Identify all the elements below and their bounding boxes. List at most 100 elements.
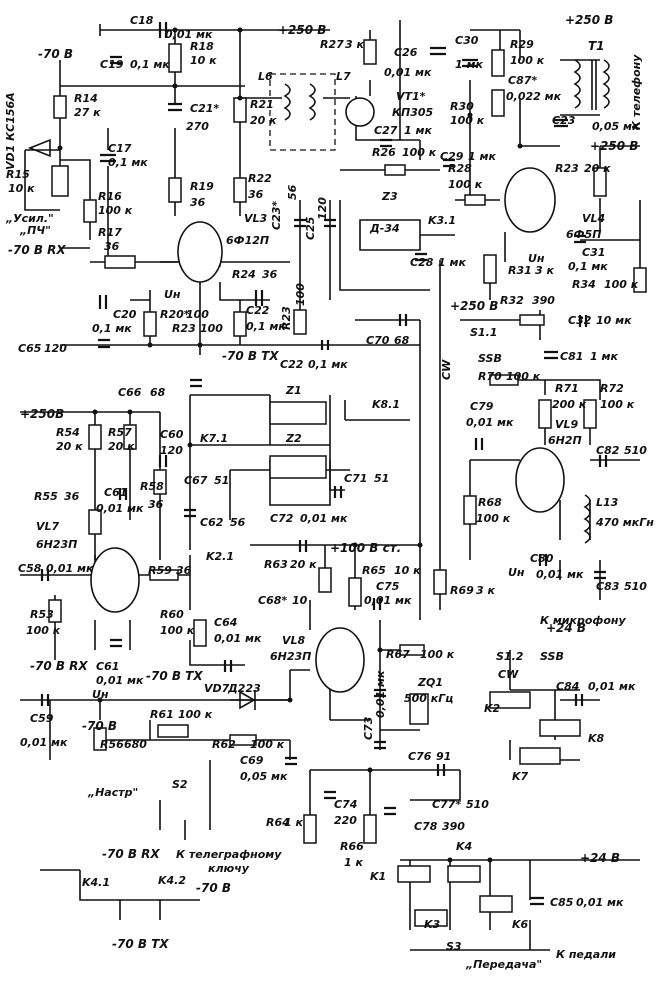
label-c77: C77* bbox=[432, 798, 461, 811]
label-c83-val: 510 bbox=[624, 580, 647, 593]
label-c26: C26 bbox=[394, 46, 418, 59]
label-r27-val: 3 к bbox=[345, 38, 364, 51]
label-c72: C72 bbox=[270, 512, 294, 525]
label-r31-val: 3 к bbox=[535, 264, 554, 277]
label-un-vl7: Uн bbox=[92, 688, 109, 701]
label-c61b-val: 0,01 мк bbox=[96, 674, 144, 687]
label-r23b-val: 100 bbox=[200, 322, 223, 335]
label-c28: C28 bbox=[410, 256, 434, 269]
label-m70v-rx3: -70 В RX bbox=[102, 847, 160, 861]
label-r54: R54 bbox=[56, 426, 80, 439]
label-p100v: +100 В ст. bbox=[330, 541, 401, 555]
label-p24v-b: +24 В bbox=[580, 851, 620, 865]
label-r66: R66 bbox=[340, 840, 364, 853]
label-k4: K4 bbox=[456, 840, 472, 853]
label-r26: R26 bbox=[372, 146, 396, 159]
label-vl7-type: 6Н23П bbox=[36, 538, 77, 551]
label-c18: C18 bbox=[130, 14, 154, 27]
label-m70v-mid: -70 В bbox=[82, 719, 117, 733]
label-c23-val: 0,05 мк bbox=[592, 120, 640, 133]
label-r69: R69 bbox=[450, 584, 474, 597]
label-c80-val: 0,01 мк bbox=[536, 568, 584, 581]
label-cw2: CW bbox=[498, 668, 519, 681]
label-r64-val: 1 к bbox=[284, 816, 303, 829]
label-c29: C29 bbox=[440, 150, 464, 163]
label-r18-val: 10 к bbox=[190, 54, 217, 67]
label-c60-val: 120 bbox=[160, 444, 183, 457]
label-t1: T1 bbox=[588, 39, 605, 53]
label-c58-val: 0,01 мк bbox=[46, 562, 94, 575]
label-r22-val: 36 bbox=[248, 188, 264, 201]
label-r55: R55 bbox=[34, 490, 58, 503]
label-nastr: „Настр" bbox=[87, 786, 138, 799]
label-c76: C76 bbox=[408, 750, 432, 763]
label-r59-val: 36 bbox=[176, 564, 192, 577]
label-r15-val: 10 к bbox=[8, 182, 35, 195]
label-c21: C21* bbox=[190, 102, 219, 115]
label-c58: C58 bbox=[18, 562, 42, 575]
label-klyuchu: ключу bbox=[208, 862, 250, 875]
label-ssb2: SSB bbox=[540, 650, 564, 663]
label-r18: R18 bbox=[190, 40, 214, 53]
label-c71-val: 51 bbox=[374, 472, 389, 485]
label-r72-val: 100 к bbox=[600, 398, 635, 411]
label-r20: R20* bbox=[160, 308, 190, 321]
label-c23: C23 bbox=[552, 114, 576, 127]
label-c68: C68* bbox=[258, 594, 287, 607]
label-c68-val: 10 bbox=[292, 594, 308, 607]
label-r16: R16 bbox=[98, 190, 122, 203]
label-vl3: VL3 bbox=[244, 212, 268, 225]
label-plus250v-right: +250 В bbox=[590, 139, 638, 153]
label-vl7: VL7 bbox=[36, 520, 60, 533]
label-un-vl9: Uн bbox=[508, 566, 525, 579]
label-c32-val: 10 мк bbox=[596, 314, 632, 327]
label-z1: Z1 bbox=[285, 384, 302, 397]
label-c31: C31 bbox=[582, 246, 605, 259]
label-r62-val: 100 к bbox=[250, 738, 285, 751]
wiring bbox=[20, 20, 641, 951]
label-r71: R71 bbox=[555, 382, 579, 395]
label-c73: C73 bbox=[362, 716, 375, 740]
label-r32-val: 390 bbox=[532, 294, 555, 307]
label-r70: R70 bbox=[478, 370, 502, 383]
label-c22b-val: 0,1 мк bbox=[308, 358, 348, 371]
label-r60: R60 bbox=[160, 608, 184, 621]
label-c79-val: 0,01 мк bbox=[466, 416, 514, 429]
label-c59: C59 bbox=[30, 712, 54, 725]
label-r70-val: 100 к bbox=[506, 370, 541, 383]
label-r71-val: 200 к bbox=[552, 398, 587, 411]
label-r30-val: 100 к bbox=[450, 114, 485, 127]
label-c30: C30 bbox=[455, 34, 479, 47]
label-k1: K1 bbox=[370, 870, 386, 883]
label-s2: S2 bbox=[172, 778, 188, 791]
label-c76-val: 91 bbox=[436, 750, 451, 763]
label-r21: R21 bbox=[250, 98, 274, 111]
label-k-telefonu: К телефону bbox=[630, 54, 643, 130]
label-zq1: ZQ1 bbox=[417, 676, 443, 689]
label-r28: R28 bbox=[448, 162, 472, 175]
label-c20-val: 0,1 мк bbox=[92, 322, 132, 335]
label-r23c-val: 100 bbox=[294, 283, 307, 306]
label-c83: C83 bbox=[596, 580, 620, 593]
label-r56-val: 680 bbox=[124, 738, 147, 751]
label-c22b: C22 bbox=[280, 358, 304, 371]
label-c80: C80 bbox=[530, 552, 554, 565]
label-k81: K8.1 bbox=[372, 398, 400, 411]
label-k41: K4.1 bbox=[82, 876, 110, 889]
label-vl4-type: 6Ф5П bbox=[566, 228, 601, 241]
label-k-pedali: К педали bbox=[556, 948, 616, 961]
label-c25: C25 bbox=[304, 216, 317, 240]
label-r66-val: 1 к bbox=[344, 856, 363, 869]
label-c21-val: 270 bbox=[186, 120, 209, 133]
label-c77-val: 510 bbox=[466, 798, 489, 811]
label-c70-val: 68 bbox=[394, 334, 410, 347]
label-r53: R53 bbox=[30, 608, 54, 621]
label-r31: R31 bbox=[508, 264, 532, 277]
label-r23c: R23 bbox=[280, 306, 293, 330]
label-c84: C84 bbox=[556, 680, 579, 693]
label-r17: R17 bbox=[98, 226, 122, 239]
label-r72: R72 bbox=[600, 382, 624, 395]
label-k8: K8 bbox=[588, 732, 605, 745]
label-m70v-rx2: -70 В RX bbox=[30, 659, 88, 673]
label-c64: C64 bbox=[214, 616, 237, 629]
